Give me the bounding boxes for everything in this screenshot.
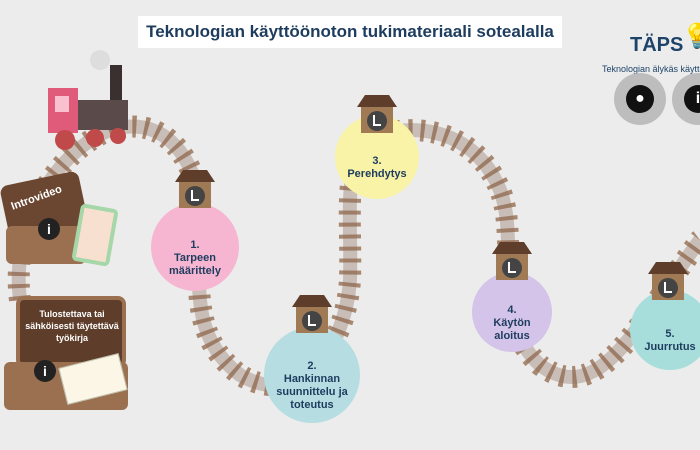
info-icon: i [34,360,56,382]
suitcase-introvideo[interactable]: Introvideo i [0,170,119,268]
lightbulb-gear-icon: 💡 [682,23,700,50]
info-icon: i [684,85,700,113]
train-icon [48,50,128,150]
station-3[interactable]: 3. Perehdytys [335,115,419,199]
station-label: 4. Käytön aloitus [493,303,531,342]
station-label: 5. Juurrutus [644,328,696,353]
taps-logo: TÄPS [630,34,684,56]
suitcase-label: Tulostettava tai sähköisesti täytettävä … [25,309,119,343]
tips-button[interactable]: ● [614,73,666,125]
info-icon: i [38,218,60,240]
station-label: 3. Perehdytys [347,155,407,180]
logo-subtitle: Teknologian älykäs käyttö [602,64,700,74]
station-1[interactable]: 1. Tarpeen määrittely [151,203,239,291]
station-2[interactable]: 2. Hankinnan suunnittelu ja toteutus [264,327,360,423]
page-title: Teknologian käyttöönoton tukimateriaali … [138,16,562,48]
station-label: 1. Tarpeen määrittely [169,238,221,277]
suitcase-workbook[interactable]: Tulostettava tai sähköisesti täytettävä … [4,296,128,414]
station-4[interactable]: 4. Käytön aloitus [472,272,552,352]
station-5[interactable]: 5. Juurrutus [630,290,700,370]
lightbulb-icon: ● [626,85,654,113]
station-label: 2. Hankinnan suunnittelu ja toteutus [276,360,348,411]
